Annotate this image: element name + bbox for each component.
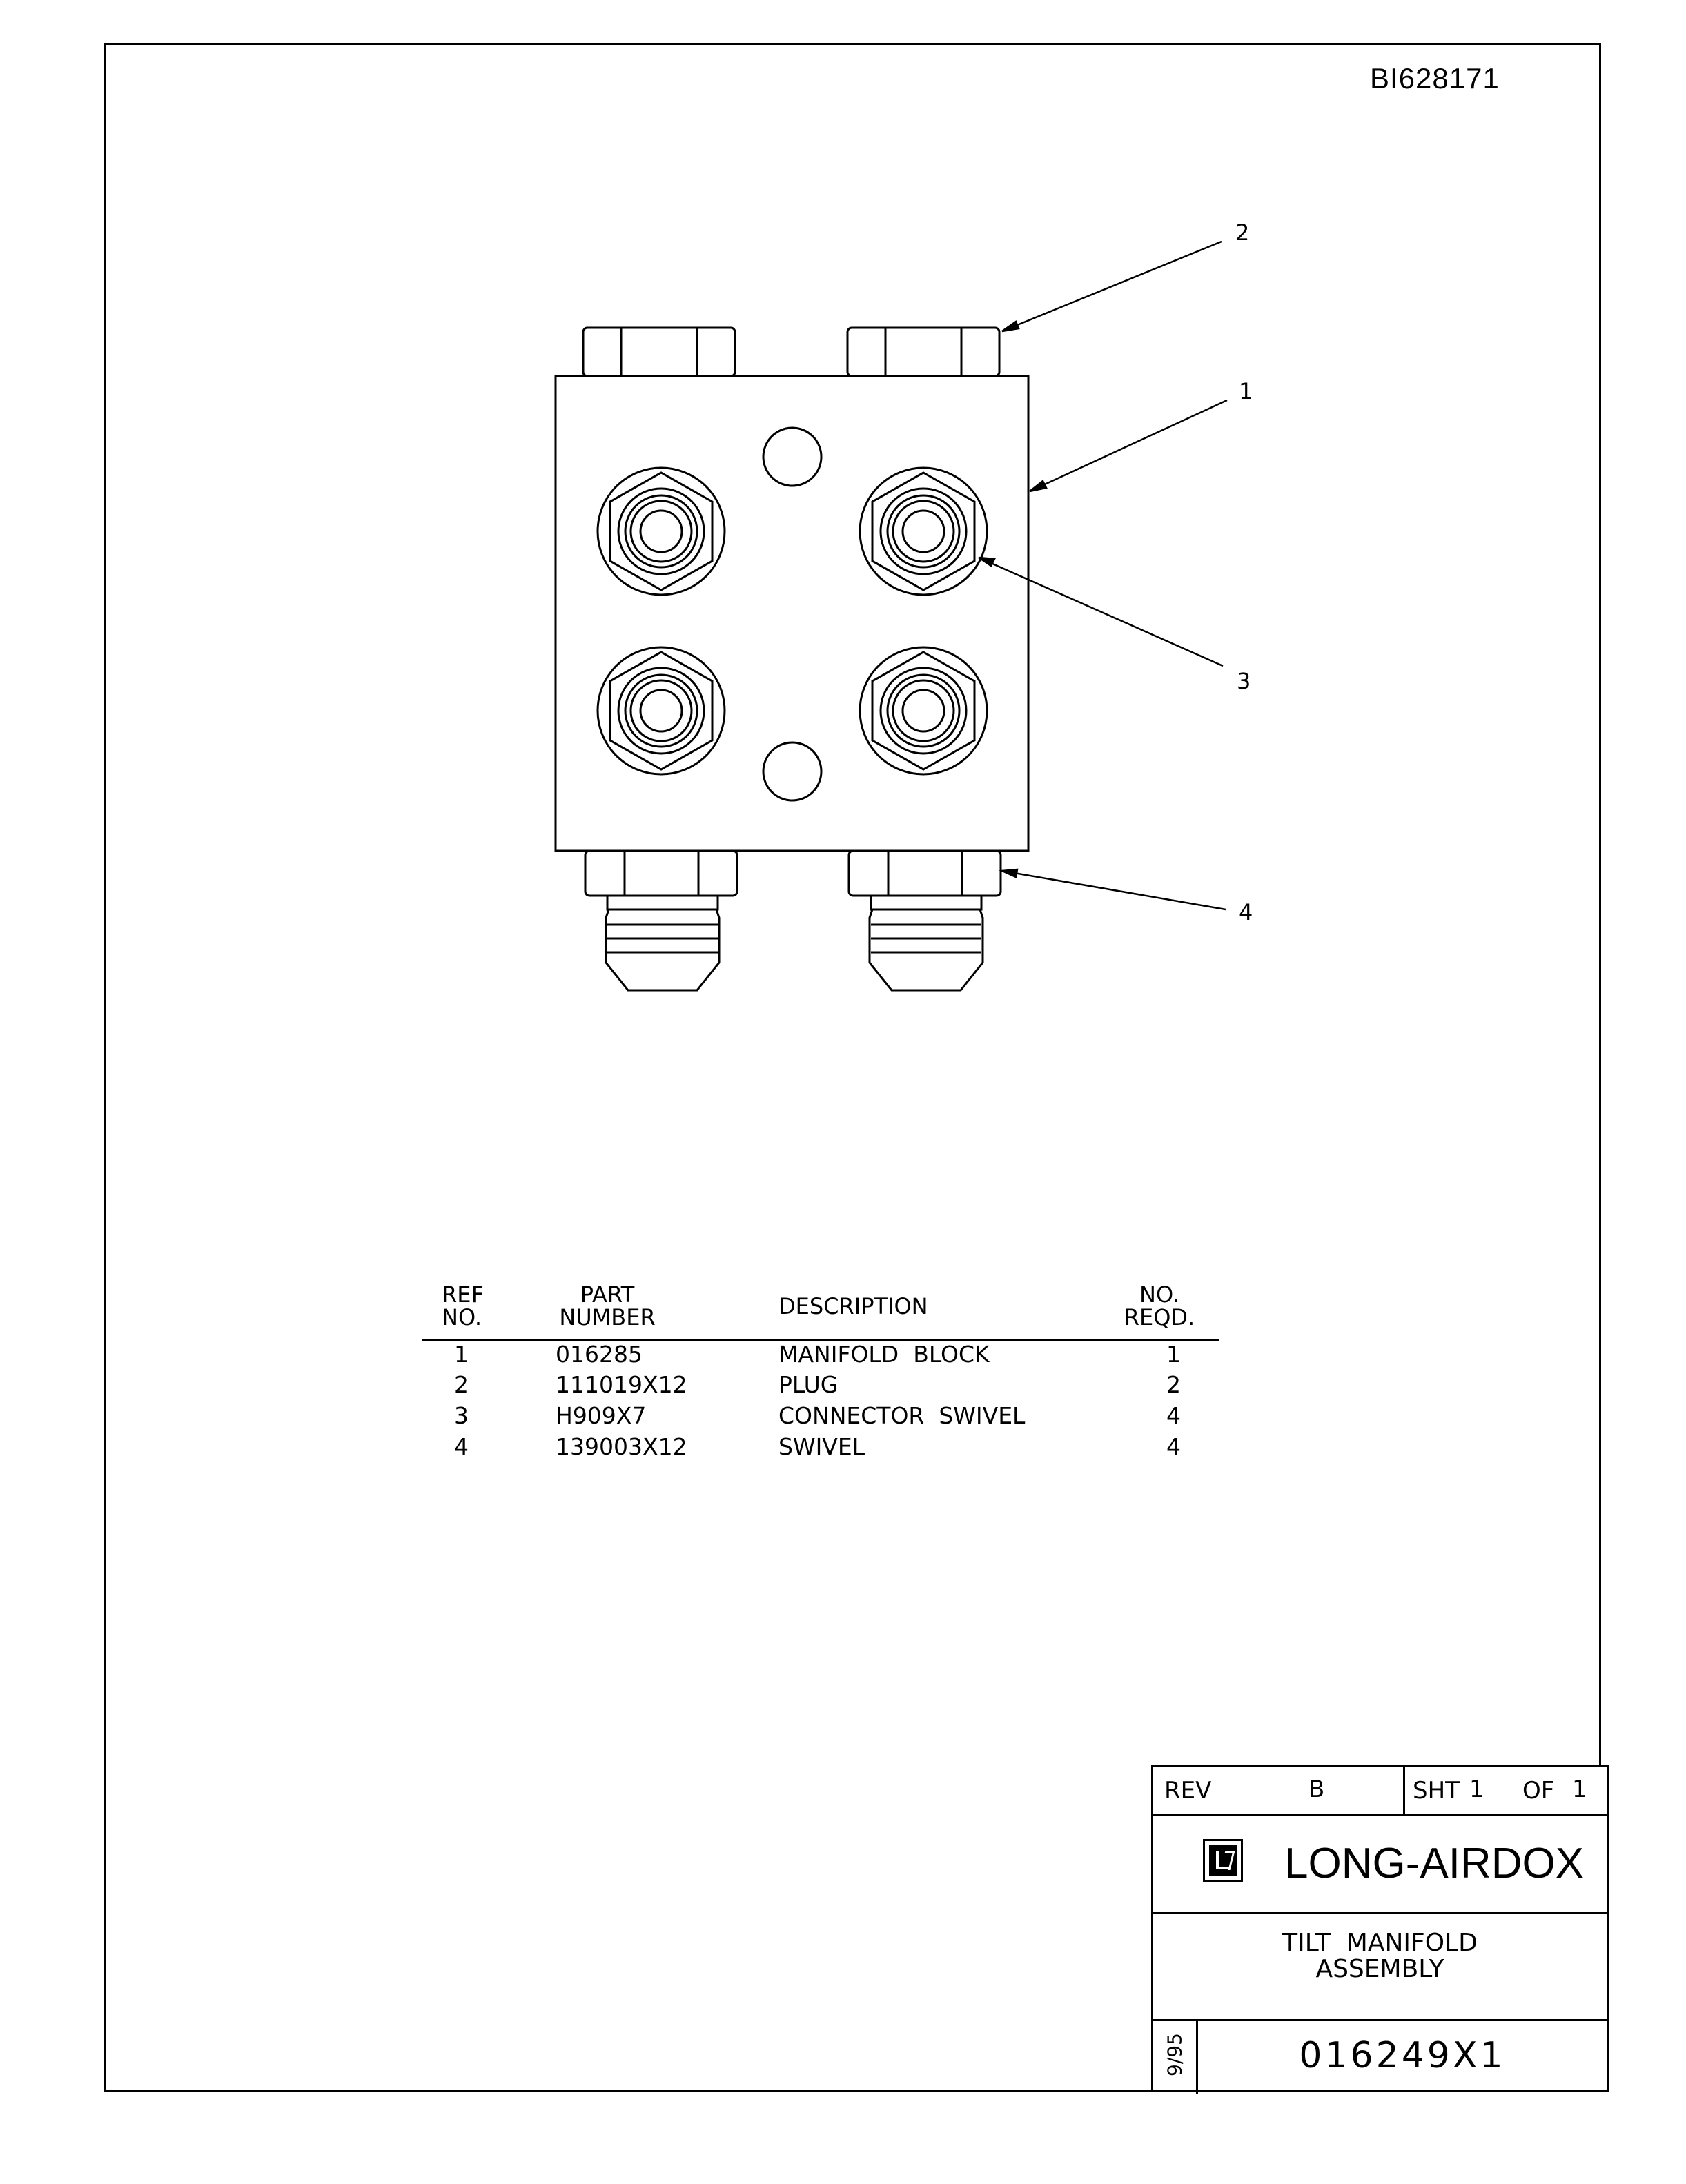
title-block: REV B SHT 1 OF 1 LONG-AIRDOX TILT MANIFO… <box>1151 1765 1609 2094</box>
title-line-1: TILT MANIFOLD <box>1282 1929 1478 1957</box>
header-part-number: PART NUMBER <box>559 1281 656 1330</box>
title-line-2: ASSEMBLY <box>1315 1955 1444 1983</box>
header-qty: NO. REQD. <box>1124 1281 1195 1330</box>
header-ref: REF NO. <box>442 1281 484 1330</box>
of-label: OF <box>1522 1777 1555 1804</box>
row-qty: 2 <box>1166 1371 1181 1398</box>
drawing-date: 9/95 <box>1163 2033 1186 2076</box>
callout-3: 3 <box>1237 668 1251 694</box>
company-name: LONG-AIRDOX <box>1284 1840 1585 1887</box>
row-part: 111019X12 <box>556 1371 687 1398</box>
sheet-number: 1 <box>1469 1775 1484 1803</box>
drawing-number: 016249X1 <box>1299 2035 1506 2076</box>
of-total: 1 <box>1572 1775 1587 1803</box>
header-description: DESCRIPTION <box>778 1293 928 1319</box>
row-ref: 3 <box>454 1402 469 1429</box>
title-divider <box>1153 1814 1607 1816</box>
table-header-rule <box>422 1339 1219 1341</box>
title-divider <box>1196 2019 1198 2094</box>
top-plug-right <box>846 326 1001 377</box>
leader-lines <box>978 240 1228 911</box>
sheet-label: SHT <box>1413 1777 1460 1804</box>
connector-swivel-bottom-right <box>859 646 988 776</box>
rev-value: B <box>1308 1775 1325 1803</box>
row-part: H909X7 <box>556 1402 647 1429</box>
connector-swivel-bottom-left <box>596 646 726 776</box>
bottom-swivel-right <box>847 849 1002 992</box>
row-ref: 2 <box>454 1371 469 1398</box>
title-divider <box>1153 1912 1607 1914</box>
row-part: 139003X12 <box>556 1433 687 1460</box>
title-divider <box>1153 2019 1607 2021</box>
mounting-hole-top <box>762 426 823 487</box>
top-plug-left <box>582 326 736 377</box>
row-ref: 1 <box>454 1341 469 1368</box>
manifold-block <box>554 375 1030 852</box>
company-logo-icon <box>1203 1839 1243 1882</box>
document-id: BI628171 <box>1370 62 1500 95</box>
row-description: SWIVEL <box>778 1433 865 1460</box>
row-qty: 1 <box>1166 1341 1181 1368</box>
drawing-border <box>104 43 1601 2092</box>
rev-label: REV <box>1164 1777 1212 1804</box>
mounting-hole-bottom <box>762 741 823 802</box>
row-qty: 4 <box>1166 1433 1181 1460</box>
row-description: CONNECTOR SWIVEL <box>778 1402 1026 1429</box>
row-description: MANIFOLD BLOCK <box>778 1341 990 1368</box>
bottom-swivel-left <box>584 849 738 992</box>
connector-swivel-top-right <box>859 466 988 596</box>
row-description: PLUG <box>778 1371 839 1398</box>
row-ref: 4 <box>454 1433 469 1460</box>
callout-4: 4 <box>1239 899 1253 925</box>
callout-2: 2 <box>1235 219 1250 246</box>
row-part: 016285 <box>556 1341 643 1368</box>
row-qty: 4 <box>1166 1402 1181 1429</box>
callout-1: 1 <box>1239 378 1253 404</box>
connector-swivel-top-left <box>596 466 726 596</box>
title-divider <box>1403 1767 1405 1814</box>
